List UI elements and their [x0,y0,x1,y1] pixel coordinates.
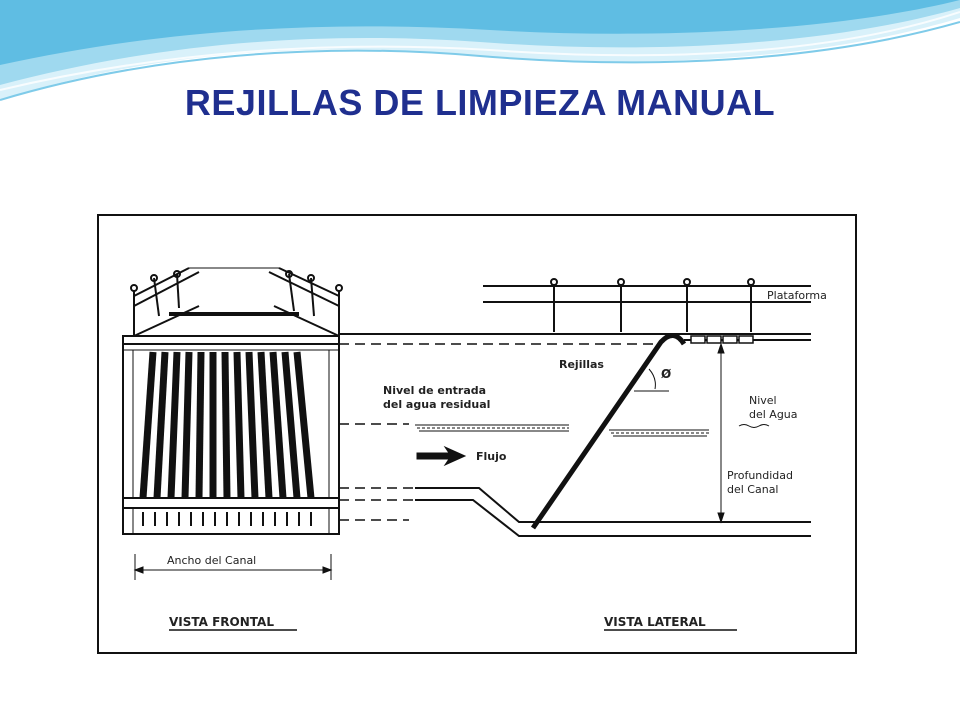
slide-title: REJILLAS DE LIMPIEZA MANUAL [184,82,776,123]
projection-lines [339,343,659,521]
side-view [169,278,811,631]
label-angle: Ø [661,367,671,381]
bar-screen-diagram: Plataforma Rejillas Ø Nivel de entrada d… [122,267,827,631]
label-vista-frontal: VISTA FRONTAL [169,615,274,629]
header-wave [0,0,960,101]
wave-band-dark [0,0,960,65]
label-ancho-canal: Ancho del Canal [167,554,256,567]
label-nivel-agua-1: Nivel [749,394,777,407]
label-nivel-entrada-2: del agua residual [383,398,490,411]
label-vista-lateral: VISTA LATERAL [604,615,706,629]
label-rejillas: Rejillas [559,358,604,371]
front-view [122,267,343,580]
wave-line-1 [0,21,960,101]
label-nivel-agua-2: del Agua [749,408,798,421]
label-flujo: Flujo [476,450,507,463]
label-nivel-entrada-1: Nivel de entrada [383,384,486,397]
label-plataforma: Plataforma [767,289,827,302]
diagram-frame: Plataforma Rejillas Ø Nivel de entrada d… [97,214,857,654]
label-profundidad-2: del Canal [727,483,779,496]
label-profundidad-1: Profundidad [727,469,793,482]
wave-line-2 [0,11,960,91]
